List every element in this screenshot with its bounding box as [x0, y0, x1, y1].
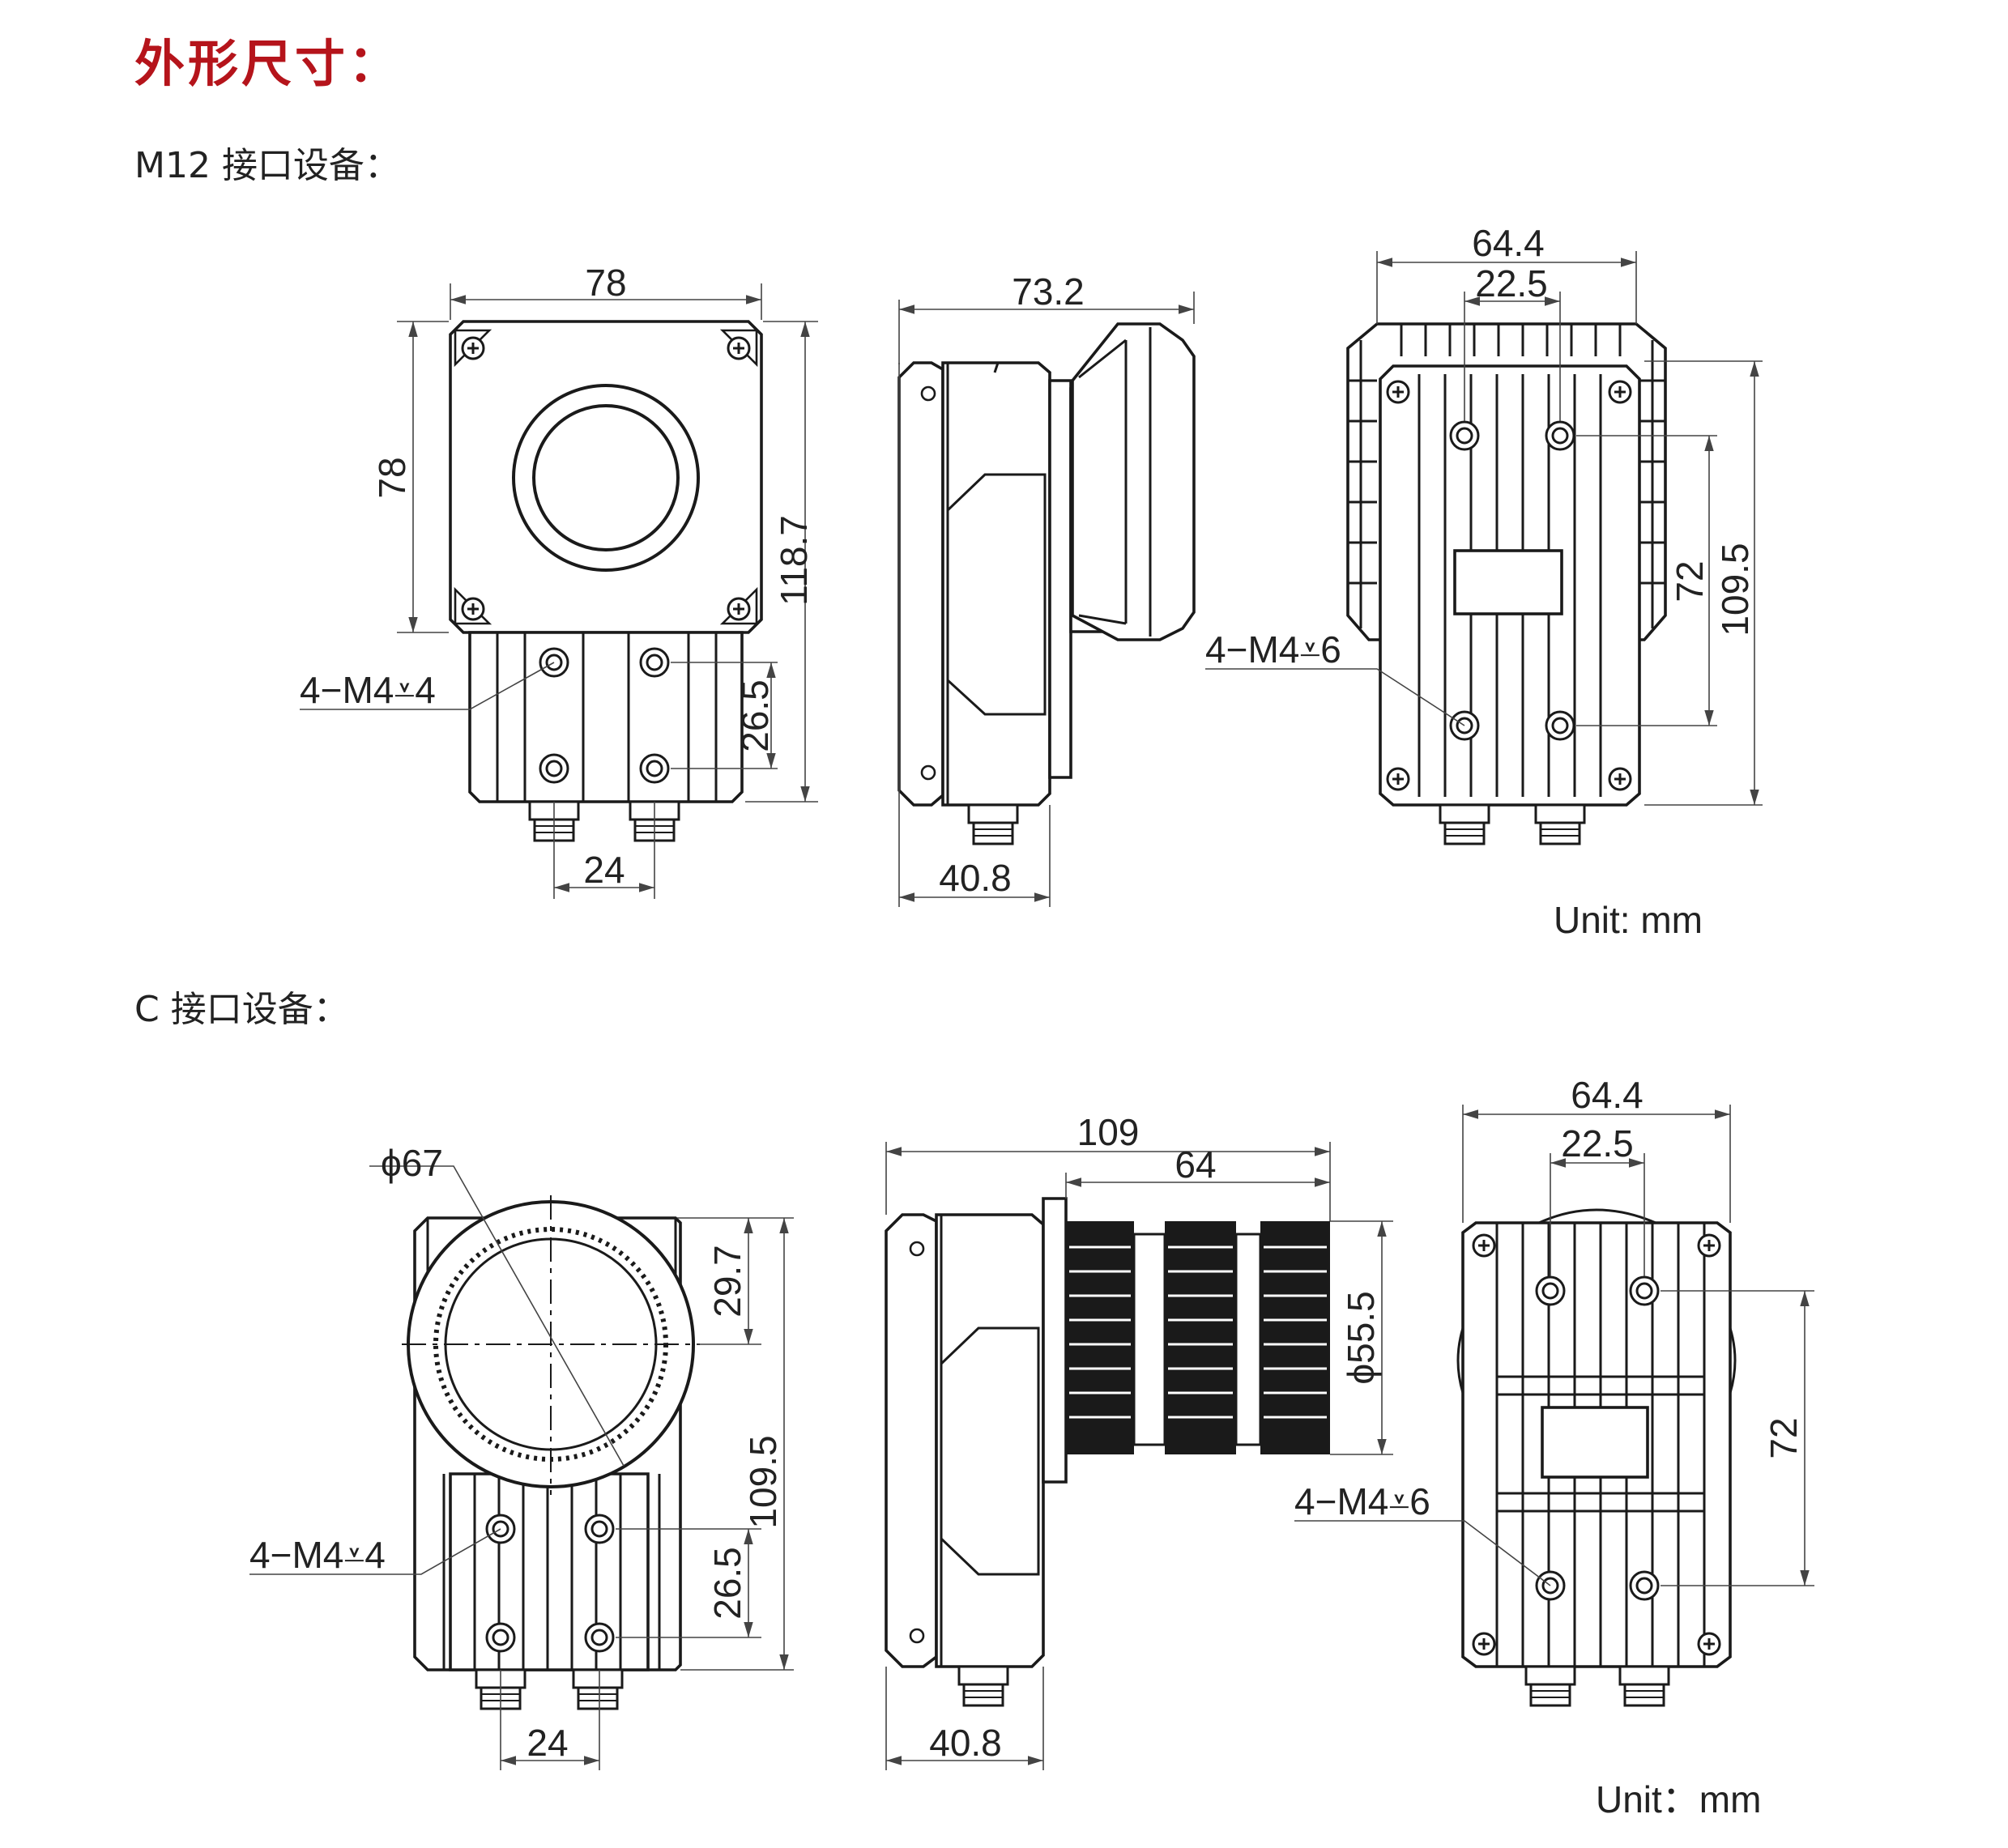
c-side-lens-dia-label: ϕ55.5: [1340, 1291, 1382, 1384]
m12-front-hole-hspacing-label: 24: [583, 849, 625, 891]
c-front-view: ϕ67 29.7 109.5 26.5 24 4−M4⩡4: [249, 1142, 794, 1770]
c-front-hole-spec-label: 4−M4⩡4: [249, 1534, 386, 1576]
c-back-hole-vspacing-label: 72: [1763, 1417, 1805, 1458]
m12-front-hole-spec-label: 4−M4⩡4: [300, 669, 436, 711]
m12-back-width-label: 64.4: [1472, 222, 1545, 264]
m12-back-hole-hspacing-label: 22.5: [1475, 262, 1548, 304]
m12-back-view: 64.4 22.5 72 109.5 4−M4⩡6 Unit: mm: [1205, 222, 1763, 941]
c-side-body-depth-label: 40.8: [929, 1722, 1002, 1764]
c-front-top-offset-label: 29.7: [706, 1245, 748, 1318]
m12-back-hole-vspacing-label: 72: [1669, 560, 1711, 602]
page-title: 外形尺寸：: [134, 34, 403, 93]
c-back-hole-spec-label: 4−M4⩡6: [1294, 1480, 1430, 1522]
c-unit-label: Unit：mm: [1596, 1778, 1761, 1820]
section-heading-m12: M12 接口设备：: [134, 145, 400, 186]
c-front-height-label: 109.5: [742, 1435, 784, 1528]
section-heading-c: C 接口设备：: [134, 989, 349, 1030]
c-front-hole-hspacing-label: 24: [527, 1722, 568, 1764]
m12-side-view: 73.2 40.8: [897, 270, 1196, 907]
c-back-view: 64.4 22.5 72 4−M4⩡6 Unit：mm: [1294, 1074, 1814, 1820]
m12-front-total-height-label: 118.7: [773, 515, 815, 606]
m12-front-view: 78 78 118.7 26.5 24 4−M4⩡4: [300, 262, 818, 899]
m12-back-height-label: 109.5: [1714, 543, 1756, 636]
m12-front-hole-vspacing-label: 26.5: [734, 679, 776, 752]
m12-front-height-label: 78: [371, 457, 413, 498]
m12-back-hole-spec-label: 4−M4⩡6: [1205, 628, 1341, 671]
m12-side-depth-label: 73.2: [1012, 270, 1085, 313]
c-front-hole-vspacing-label: 26.5: [706, 1547, 748, 1620]
c-side-depth-label: 109: [1077, 1111, 1140, 1153]
c-back-width-label: 64.4: [1571, 1074, 1643, 1116]
m12-front-width-label: 78: [585, 262, 626, 304]
c-side-lens-length-label: 64: [1175, 1143, 1216, 1186]
m12-unit-label: Unit: mm: [1554, 899, 1703, 941]
c-side-view: 109 64 ϕ55.5 40.8: [885, 1111, 1393, 1770]
c-front-lens-dia-label: ϕ67: [381, 1142, 443, 1184]
c-back-hole-hspacing-label: 22.5: [1561, 1122, 1634, 1165]
m12-side-body-depth-label: 40.8: [939, 857, 1012, 899]
